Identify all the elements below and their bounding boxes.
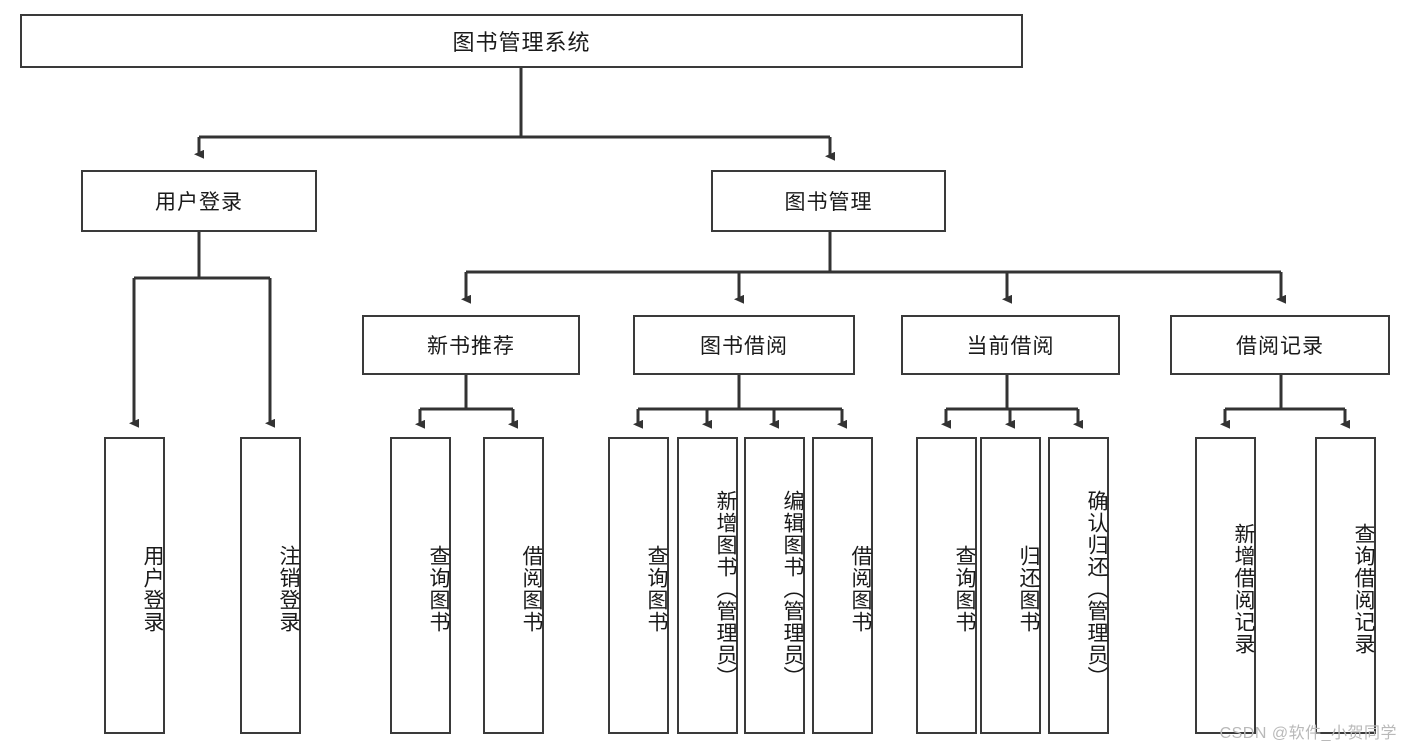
node-leaf-borrow-book-1-label: 借阅图书 (520, 544, 543, 633)
node-new-book-recommend-label: 新书推荐 (427, 335, 515, 358)
node-current-borrow[interactable]: 当前借阅 (901, 315, 1120, 375)
node-leaf-confirm-return-label: 确认归还（管理员） (1085, 489, 1108, 688)
node-leaf-query-record-label: 查询借阅记录 (1352, 522, 1375, 655)
node-leaf-query-book-3[interactable]: 查询图书 (916, 437, 977, 734)
watermark-text: CSDN @软件_小贺同学 (1219, 725, 1397, 742)
node-leaf-add-book-label: 新增图书（管理员） (714, 489, 737, 688)
node-leaf-user-logout-label: 注销登录 (277, 544, 300, 633)
node-leaf-query-book-1[interactable]: 查询图书 (390, 437, 451, 734)
node-leaf-edit-book[interactable]: 编辑图书（管理员） (744, 437, 805, 734)
node-borrow-record-label: 借阅记录 (1236, 335, 1324, 358)
node-leaf-query-book-2-label: 查询图书 (645, 544, 668, 633)
node-leaf-borrow-book-2[interactable]: 借阅图书 (812, 437, 873, 734)
node-current-borrow-label: 当前借阅 (966, 335, 1055, 358)
node-book-borrow-label: 图书借阅 (700, 335, 788, 358)
node-leaf-user-login[interactable]: 用户登录 (104, 437, 165, 734)
node-leaf-query-record[interactable]: 查询借阅记录 (1315, 437, 1376, 734)
node-leaf-query-book-1-label: 查询图书 (427, 544, 450, 633)
node-user-login-label: 用户登录 (155, 191, 243, 214)
node-book-manage-label: 图书管理 (784, 191, 873, 214)
node-leaf-add-record[interactable]: 新增借阅记录 (1195, 437, 1256, 734)
node-leaf-return-book-label: 归还图书 (1017, 544, 1040, 633)
node-leaf-query-book-3-label: 查询图书 (953, 544, 976, 633)
node-leaf-query-book-2[interactable]: 查询图书 (608, 437, 669, 734)
node-user-login[interactable]: 用户登录 (81, 170, 317, 232)
node-leaf-add-book[interactable]: 新增图书（管理员） (677, 437, 738, 734)
node-leaf-add-record-label: 新增借阅记录 (1232, 522, 1255, 655)
node-book-manage[interactable]: 图书管理 (711, 170, 946, 232)
node-leaf-return-book[interactable]: 归还图书 (980, 437, 1041, 734)
node-borrow-record[interactable]: 借阅记录 (1170, 315, 1390, 375)
node-leaf-confirm-return[interactable]: 确认归还（管理员） (1048, 437, 1109, 734)
node-root[interactable]: 图书管理系统 (20, 14, 1023, 68)
node-leaf-edit-book-label: 编辑图书（管理员） (781, 489, 804, 688)
node-leaf-user-logout[interactable]: 注销登录 (240, 437, 301, 734)
node-leaf-user-login-label: 用户登录 (141, 544, 164, 633)
node-book-borrow[interactable]: 图书借阅 (633, 315, 855, 375)
node-root-label: 图书管理系统 (452, 30, 591, 55)
node-leaf-borrow-book-1[interactable]: 借阅图书 (483, 437, 544, 734)
node-leaf-borrow-book-2-label: 借阅图书 (849, 544, 872, 633)
node-new-book-recommend[interactable]: 新书推荐 (362, 315, 580, 375)
